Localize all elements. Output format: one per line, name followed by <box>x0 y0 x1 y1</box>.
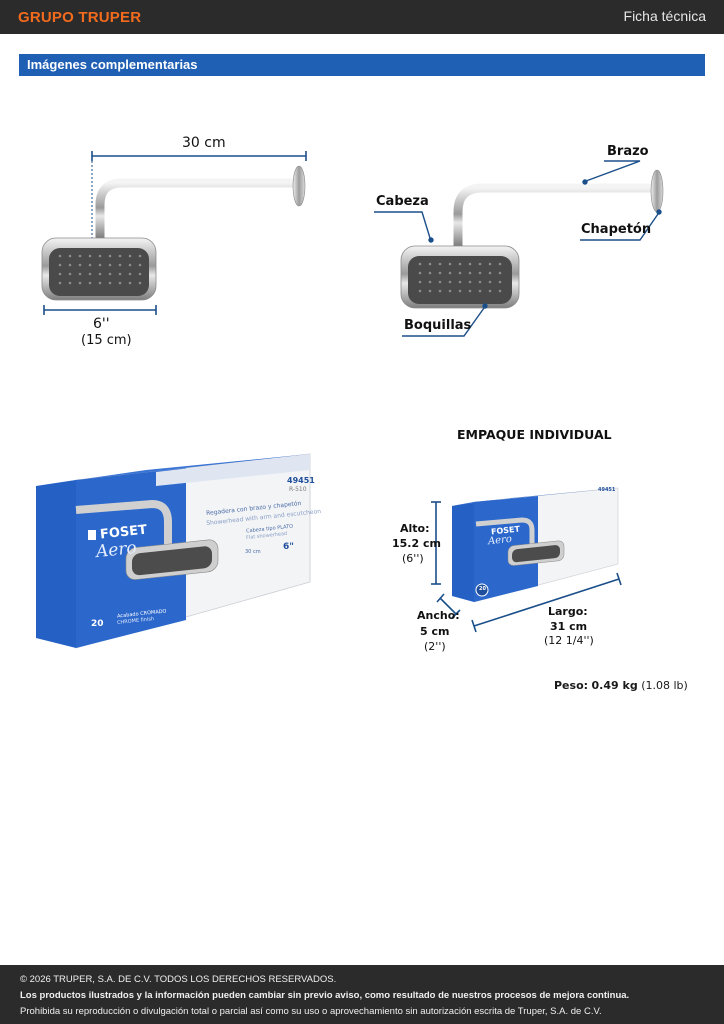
brand-logo: GRUPO TRUPER <box>18 9 142 26</box>
arm-length-label: 30 cm <box>182 135 226 151</box>
box-photo-dim-cm: 30 cm <box>245 549 261 555</box>
nozzles-part-label: Boquillas <box>404 318 472 333</box>
box-photo-dim-in: 6" <box>283 542 294 552</box>
document-type: Ficha técnica <box>623 8 706 24</box>
box-photo-model: R-510 <box>289 486 307 493</box>
packaging-title: EMPAQUE INDIVIDUAL <box>457 427 612 442</box>
weight-kg: 0.49 kg <box>591 679 638 692</box>
package-box-illustration <box>452 487 619 603</box>
footer-copyright: © 2026 TRUPER, S.A. DE C.V. TODOS LOS DE… <box>20 974 337 985</box>
head-part-label: Cabeza <box>376 194 429 209</box>
part-leader-lines <box>374 160 662 337</box>
footer-notice: Los productos ilustrados y la informació… <box>20 990 630 1001</box>
footer: © 2026 TRUPER, S.A. DE C.V. TODOS LOS DE… <box>0 965 724 1024</box>
section-title: Imágenes complementarias <box>27 57 198 72</box>
product-box-photo <box>36 453 311 649</box>
width-in: (2'') <box>424 640 446 653</box>
escutcheon-part-label: Chapetón <box>581 222 652 237</box>
length-label: Largo: <box>548 605 588 618</box>
footer-prohibition: Prohibida su reproducción o divulgación … <box>20 1006 602 1017</box>
length-cm: 31 cm <box>550 620 588 633</box>
head-width-inches-label: 6'' <box>93 316 110 332</box>
head-width-cm-label: (15 cm) <box>81 333 132 348</box>
box-photo-warranty-years: 20 <box>91 619 104 629</box>
arm-part-label: Brazo <box>607 144 649 159</box>
package-box-warranty-years: 20 <box>479 586 486 592</box>
box-photo-code: 49451 <box>287 476 315 485</box>
length-in: (12 1/4'') <box>544 634 594 647</box>
top-bar: GRUPO TRUPER Ficha técnica <box>0 0 724 34</box>
package-dimension-lines <box>431 501 622 633</box>
width-cm: 5 cm <box>420 625 450 638</box>
height-in: (6'') <box>402 552 424 565</box>
weight-label: Peso: <box>554 679 589 692</box>
weight-row: Peso: 0.49 kg (1.08 lb) <box>554 679 688 692</box>
package-box-code: 49451 <box>598 487 616 493</box>
height-cm: 15.2 cm <box>392 537 441 550</box>
box-photo-line: Aero <box>95 537 138 563</box>
weight-lb: (1.08 lb) <box>641 679 688 692</box>
width-label: Ancho: <box>417 609 460 622</box>
section-header: Imágenes complementarias <box>19 54 705 76</box>
height-label: Alto: <box>400 522 430 535</box>
nozzle-grid <box>58 254 142 285</box>
